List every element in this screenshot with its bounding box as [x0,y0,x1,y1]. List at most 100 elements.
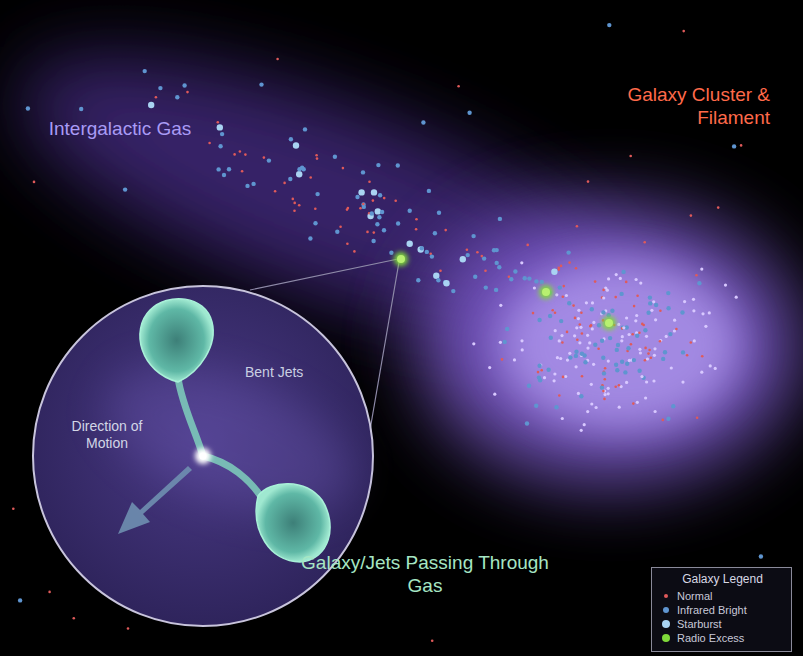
galaxy-dot [597,323,601,327]
galaxy-dot [607,387,610,390]
galaxy-dot [587,180,590,183]
galaxy-dot [431,640,434,643]
galaxy-dot [701,312,704,315]
galaxy-dot [415,218,418,221]
galaxy-dot [527,276,531,280]
galaxy-dot [623,370,627,374]
galaxy-dot [621,335,624,338]
galaxy-dot [537,371,540,374]
galaxy-dot [48,591,51,594]
galaxy-dot [650,356,653,359]
galaxy-dot [709,364,712,367]
galaxy-dot [457,85,460,88]
galaxy-dot [396,163,400,167]
galaxy-dot [303,127,307,131]
region-label: Intergalactic Gas [45,118,195,141]
galaxy-dot [342,167,345,170]
galaxy-dot [289,137,293,141]
galaxy-dot [366,231,369,234]
galaxy-dot [620,360,624,364]
galaxy-dot [382,228,386,232]
galaxy-dot [259,82,263,86]
galaxy-dot [564,375,567,378]
galaxy-dot [670,366,673,369]
galaxy-dot [313,221,317,225]
galaxy-dot [494,288,498,292]
galaxy-dot [501,358,504,361]
galaxy-dot [499,341,502,344]
galaxy-dot [663,350,667,354]
galaxy-dot [359,207,362,210]
galaxy-dot [732,144,736,148]
galaxy-dot [602,390,605,393]
galaxy-dot [347,207,350,210]
galaxy-dot [520,339,523,342]
galaxy-dot [580,311,583,314]
galaxy-dot [607,360,610,363]
galaxy-dot [697,281,701,285]
galaxy-dot [497,265,501,269]
galaxy-dot [559,319,563,323]
galaxy-dot [368,181,371,184]
galaxy-dot [648,295,652,299]
galaxy-dot [636,401,639,404]
galaxy-dot [244,153,247,156]
galaxy-dot [659,339,662,342]
galaxy-dot [614,296,617,299]
galaxy-dot [495,248,499,252]
galaxy-dot [580,429,583,432]
galaxy-dot [476,251,479,254]
galaxy-dot [227,167,231,171]
galaxy-dot [155,96,158,99]
galaxy-dot [372,199,375,202]
galaxy-dot [12,507,15,510]
galaxy-dot [626,346,630,350]
galaxy-dot [646,311,650,315]
galaxy-dot [26,106,30,110]
galaxy-dot [680,310,684,314]
galaxy-dot [123,187,127,191]
galaxy-dot [666,291,670,295]
galaxy-dot [315,154,318,157]
galaxy-dot [371,239,375,243]
galaxy-dot [686,354,689,357]
galaxy-dot [559,357,562,360]
galaxy-dot [513,358,516,361]
galaxy-dot [590,324,593,327]
galaxy-dot [590,383,593,386]
galaxy-dot [563,285,566,288]
galaxy-dot [436,278,440,282]
galaxy-dot [576,339,579,342]
galaxy-dot [635,278,638,281]
galaxy-dot [634,319,637,322]
galaxy-dot [654,303,658,307]
galaxy-dot [590,402,593,405]
legend-title: Galaxy Legend [662,572,783,586]
galaxy-dot [589,325,592,328]
galaxy-dot [471,234,475,238]
galaxy-dot [601,356,605,360]
galaxy-dot [525,421,529,425]
galaxy-dot [724,284,727,287]
galaxy-dot [292,198,295,201]
galaxy-dot [644,347,647,350]
legend-row: Infrared Bright [662,603,783,617]
galaxy-dot [566,331,569,334]
galaxy-dot [690,341,693,344]
galaxy-dot [543,376,546,379]
galaxy-dot [439,270,442,273]
galaxy-dot [473,275,477,279]
galaxy-dot [362,203,365,206]
galaxy-dot [645,335,648,338]
galaxy-dot [389,251,393,255]
galaxy-dot [466,248,469,251]
galaxy-dot [659,340,662,343]
galaxy-dot [346,242,349,245]
galaxy-dot [427,189,431,193]
galaxy-dot [353,250,356,253]
galaxy-dot [591,301,594,304]
galaxy-dot [444,229,447,232]
galaxy-dot [614,363,618,367]
galaxy-dot [573,334,576,337]
galaxy-dot [606,289,609,292]
